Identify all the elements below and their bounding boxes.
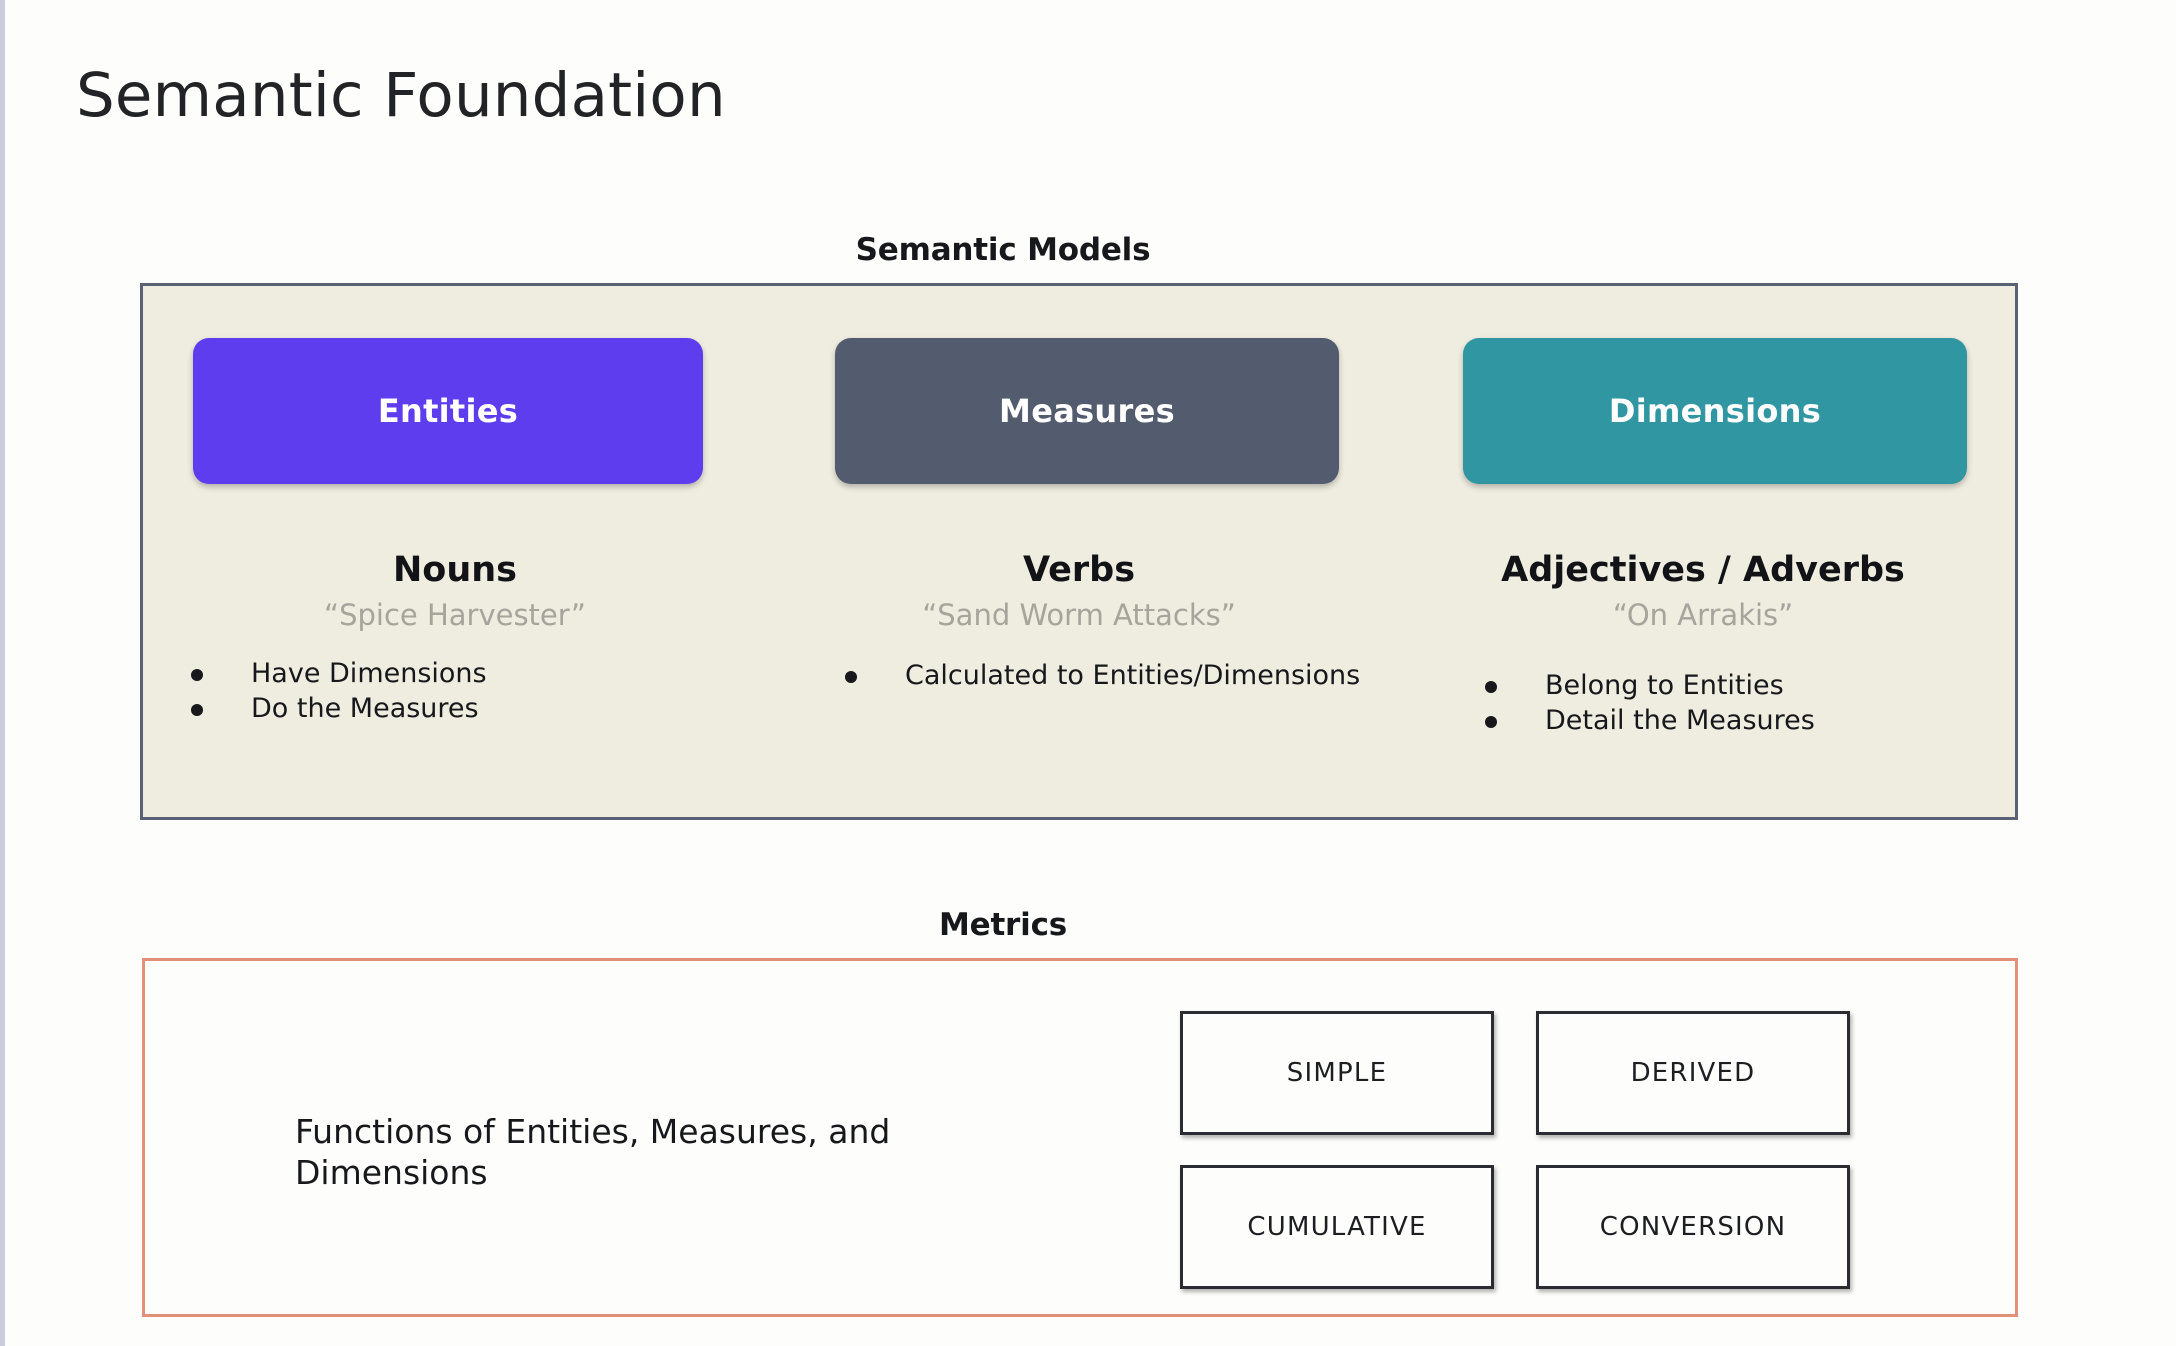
dimensions-bullet-list: Belong to Entities Detail the Measures xyxy=(1485,670,1999,741)
entities-bullet-1: Do the Measures xyxy=(251,693,479,725)
dimensions-chip[interactable]: Dimensions xyxy=(1463,338,1967,484)
bullet-dot-icon xyxy=(1485,681,1497,693)
entities-part-of-speech: Nouns xyxy=(392,550,517,590)
measures-part-of-speech: Verbs xyxy=(1022,550,1136,590)
semantic-models-label-text: Semantic Models xyxy=(855,232,1151,268)
metrics-label: Metrics xyxy=(0,907,2176,943)
bullet-dot-icon xyxy=(191,669,203,681)
entities-bullet-0: Have Dimensions xyxy=(251,658,487,689)
measures-example: “Sand Worm Attacks” xyxy=(922,598,1236,632)
entities-chip-label: Entities xyxy=(377,392,519,430)
semantic-column-measures: Measures Verbs “Sand Worm Attacks” Calcu… xyxy=(767,286,1391,817)
dimensions-bullet-1: Detail the Measures xyxy=(1545,705,1815,737)
dimensions-chip-label: Dimensions xyxy=(1608,392,1822,430)
entities-example: “Spice Harvester” xyxy=(324,598,586,632)
bullet-dot-icon xyxy=(845,671,857,683)
entities-bullet-list: Have Dimensions Do the Measures xyxy=(191,658,727,729)
dimensions-part-of-speech: Adjectives / Adverbs xyxy=(1501,550,1905,590)
page-title: Semantic Foundation xyxy=(76,60,726,131)
metric-card-cumulative-label: CUMULATIVE xyxy=(1247,1212,1427,1242)
metric-card-cumulative[interactable]: CUMULATIVE xyxy=(1180,1165,1494,1289)
semantic-column-entities: Entities Nouns “Spice Harvester” Have Di… xyxy=(143,286,767,817)
bullet-dot-icon xyxy=(191,704,203,717)
measures-chip-label: Measures xyxy=(999,392,1175,430)
measures-bullet-list: Calculated to Entities/Dimensions xyxy=(845,660,1361,695)
left-edge-strip xyxy=(0,0,5,1346)
measures-bullet-0: Calculated to Entities/Dimensions xyxy=(905,660,1361,691)
semantic-models-panel: Entities Nouns “Spice Harvester” Have Di… xyxy=(140,283,2018,820)
metric-card-conversion-label: CONVERSION xyxy=(1599,1212,1787,1242)
list-item: Belong to Entities xyxy=(1485,670,1999,701)
measures-chip[interactable]: Measures xyxy=(835,338,1339,484)
semantic-models-columns: Entities Nouns “Spice Harvester” Have Di… xyxy=(143,286,2015,817)
dimensions-bullet-0: Belong to Entities xyxy=(1545,670,1784,701)
metric-card-conversion[interactable]: CONVERSION xyxy=(1536,1165,1850,1289)
list-item: Calculated to Entities/Dimensions xyxy=(845,660,1361,691)
metric-card-simple-label: SIMPLE xyxy=(1286,1058,1388,1088)
metric-card-simple[interactable]: SIMPLE xyxy=(1180,1011,1494,1135)
list-item: Have Dimensions xyxy=(191,658,727,689)
semantic-column-dimensions: Dimensions Adjectives / Adverbs “On Arra… xyxy=(1391,286,2015,817)
list-item: Do the Measures xyxy=(191,693,727,724)
dimensions-example: “On Arrakis” xyxy=(1612,598,1794,632)
metric-card-derived[interactable]: DERIVED xyxy=(1536,1011,1850,1135)
list-item: Detail the Measures xyxy=(1485,705,1999,736)
entities-chip[interactable]: Entities xyxy=(193,338,703,484)
bullet-dot-icon xyxy=(1485,716,1497,729)
semantic-models-label: Semantic Models xyxy=(0,232,2176,268)
metrics-panel: Functions of Entities, Measures, and Dim… xyxy=(142,958,2018,1317)
metrics-label-text: Metrics xyxy=(938,907,1068,943)
metrics-card-grid: SIMPLE DERIVED CUMULATIVE CONVERSION xyxy=(1180,1011,1870,1289)
metrics-description: Functions of Entities, Measures, and Dim… xyxy=(295,1112,891,1193)
metric-card-derived-label: DERIVED xyxy=(1630,1058,1756,1088)
